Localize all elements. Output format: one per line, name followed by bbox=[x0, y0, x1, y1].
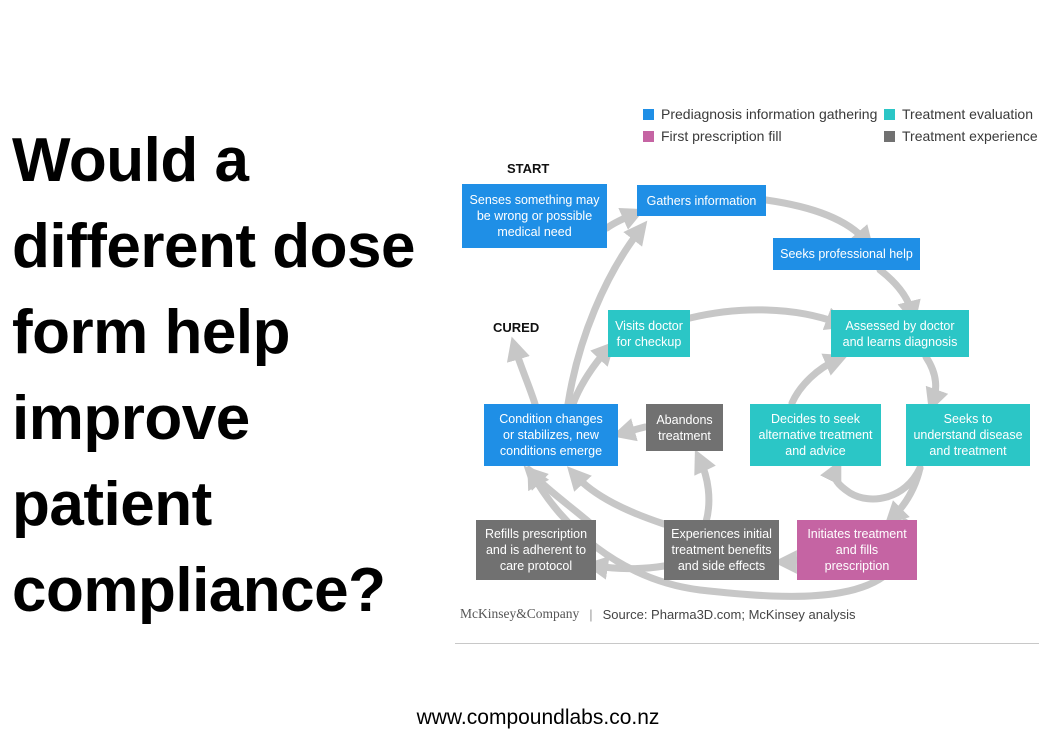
node-visits-doctor: Visits doctor for checkup bbox=[608, 310, 690, 357]
node-alternative-treatment: Decides to seek alternative treatment an… bbox=[750, 404, 881, 466]
node-label: Experiences initial treatment benefits a… bbox=[671, 527, 772, 573]
node-label: Initiates treatment and fills prescripti… bbox=[807, 527, 907, 573]
source-text: Source: Pharma3D.com; McKinsey analysis bbox=[602, 606, 856, 622]
node-label: Abandons treatment bbox=[656, 412, 713, 443]
legend-item-treatment-evaluation: Treatment evaluation bbox=[884, 106, 1033, 122]
arrow-abandons-to-condition bbox=[611, 418, 649, 442]
node-seeks-professional-help: Seeks professional help bbox=[773, 238, 920, 270]
node-initiates-treatment: Initiates treatment and fills prescripti… bbox=[797, 520, 917, 580]
node-condition-changes: Condition changes or stabilizes, new con… bbox=[484, 404, 618, 466]
legend-item-treatment-experience: Treatment experience bbox=[884, 128, 1038, 144]
arrow-understand-to-initiates bbox=[884, 464, 924, 526]
arrow-condition-to-cured bbox=[506, 336, 539, 408]
legend-label: First prescription fill bbox=[661, 128, 782, 144]
arrow-seeks-help-to-assessed bbox=[876, 266, 921, 325]
arrow-condition-to-visits bbox=[569, 341, 616, 408]
arrow-senses-to-gathers bbox=[603, 207, 645, 232]
headline-line: different dose bbox=[12, 212, 415, 281]
legend-swatch bbox=[884, 108, 895, 120]
divider bbox=[455, 643, 1039, 644]
node-gathers-information: Gathers information bbox=[637, 185, 766, 216]
source-line: McKinsey&Company | Source: Pharma3D.com;… bbox=[460, 606, 856, 622]
node-senses-something: Senses something may be wrong or possibl… bbox=[462, 184, 607, 248]
node-label: Seeks to understand disease and treatmen… bbox=[913, 412, 1023, 458]
legend-swatch bbox=[643, 108, 654, 120]
node-label: Visits doctor for checkup bbox=[615, 318, 683, 349]
node-experiences-initial: Experiences initial treatment benefits a… bbox=[664, 520, 779, 580]
node-label: Condition changes or stabilizes, new con… bbox=[499, 412, 603, 458]
legend-item-prediagnosis: Prediagnosis information gathering bbox=[643, 106, 877, 122]
node-abandons-treatment: Abandons treatment bbox=[646, 404, 723, 451]
node-assessed-by-doctor: Assessed by doctor and learns diagnosis bbox=[831, 310, 969, 357]
node-label: Decides to seek alternative treatment an… bbox=[758, 412, 873, 458]
node-label: Assessed by doctor and learns diagnosis bbox=[842, 318, 958, 349]
node-label: Seeks professional help bbox=[780, 247, 913, 261]
arrow-assessed-to-understand bbox=[922, 353, 949, 413]
headline-line: compliance? bbox=[12, 556, 386, 625]
arrow-condition-to-gathers bbox=[564, 220, 648, 408]
legend-swatch bbox=[643, 130, 654, 142]
source-separator: | bbox=[589, 606, 593, 622]
headline-line: Would a bbox=[12, 126, 249, 195]
legend-item-first-prescription: First prescription fill bbox=[643, 128, 782, 144]
node-understand-disease: Seeks to understand disease and treatmen… bbox=[906, 404, 1030, 466]
website-url[interactable]: www.compoundlabs.co.nz bbox=[416, 706, 660, 729]
headline-line: improve bbox=[12, 384, 250, 453]
headline-line: form help bbox=[12, 298, 290, 367]
legend-label: Treatment experience bbox=[902, 128, 1038, 144]
arrow-gathers-to-seeks-help bbox=[762, 196, 874, 251]
arrow-visits-to-assessed bbox=[686, 306, 850, 331]
legend-label: Treatment evaluation bbox=[902, 106, 1033, 122]
node-refills-prescription: Refills prescription and is adherent to … bbox=[476, 520, 596, 580]
arrow-experiences-to-abandons bbox=[694, 449, 716, 526]
arrow-alternative-to-assessed bbox=[788, 353, 848, 407]
legend-swatch bbox=[884, 130, 895, 142]
arrow-initiates-to-experiences bbox=[773, 550, 801, 574]
mckinsey-brand: McKinsey&Company bbox=[460, 606, 580, 621]
arrow-experiences-to-condition bbox=[566, 466, 668, 528]
arrow-understand-to-alternative bbox=[820, 459, 924, 503]
headline-line: patient bbox=[12, 470, 212, 539]
node-label: Gathers information bbox=[646, 193, 757, 208]
node-label: Refills prescription and is adherent to … bbox=[484, 527, 588, 573]
cured-label: CURED bbox=[493, 320, 540, 335]
node-label: Senses something may be wrong or possibl… bbox=[469, 193, 600, 239]
start-label: START bbox=[507, 161, 550, 176]
legend-label: Prediagnosis information gathering bbox=[661, 106, 878, 122]
headline: Would a different dose form help improve… bbox=[12, 118, 452, 634]
